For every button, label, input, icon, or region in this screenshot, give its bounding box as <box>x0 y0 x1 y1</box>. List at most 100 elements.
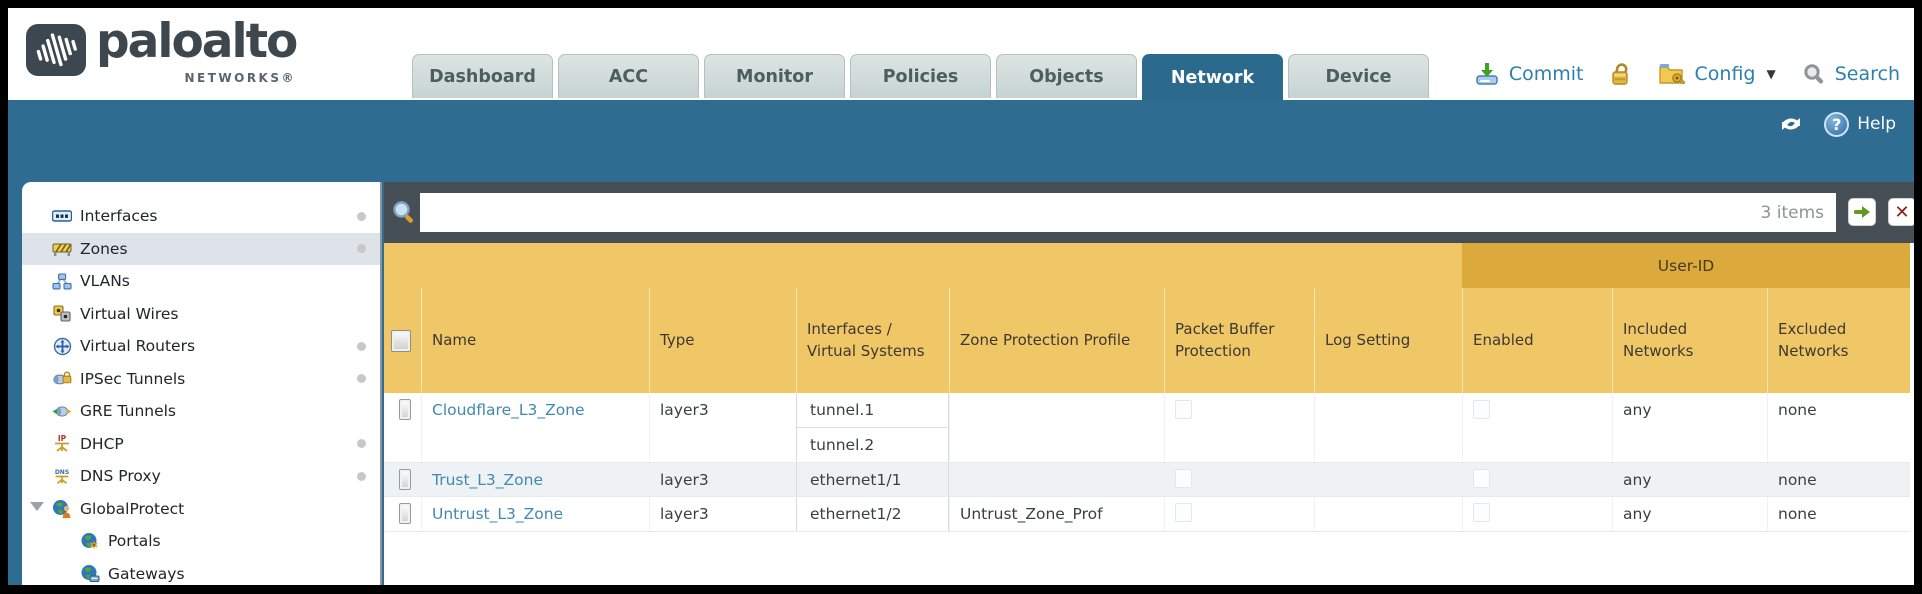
interfaces-icon <box>52 207 72 225</box>
user-id-enabled-checkbox[interactable] <box>1473 400 1490 419</box>
sidebar-item-dns-proxy[interactable]: DNS DNS Proxy <box>22 460 380 493</box>
column-header-enabled[interactable]: Enabled <box>1462 288 1612 393</box>
sidebar-item-virtual-routers[interactable]: Virtual Routers <box>22 330 380 363</box>
filter-bar: 3 items ✕ <box>384 182 1914 243</box>
search-button[interactable]: Search <box>1834 63 1900 85</box>
svg-text:DNS: DNS <box>55 469 69 476</box>
sidebar-item-globalprotect[interactable]: GlobalProtect <box>22 493 380 526</box>
table-row: Trust_L3_Zone layer3 ethernet1/1 any non… <box>384 463 1910 497</box>
config-icon[interactable] <box>1658 62 1686 86</box>
sidebar-item-label: VLANs <box>80 272 130 291</box>
dhcp-icon: IP <box>52 434 72 453</box>
select-all-cell <box>384 288 421 393</box>
tab-monitor[interactable]: Monitor <box>704 54 845 98</box>
chevron-down-icon[interactable]: ▼ <box>1766 67 1776 81</box>
table-header: User-ID Name Type Interfaces / Virtual S… <box>384 243 1910 393</box>
app-window: paloalto NETWORKS® Dashboard ACC Monitor… <box>8 8 1914 585</box>
select-all-checkbox[interactable] <box>391 329 411 352</box>
config-button[interactable]: Config <box>1694 63 1756 85</box>
commit-icon[interactable] <box>1474 62 1500 86</box>
sidebar-item-zones[interactable]: Zones <box>22 232 380 265</box>
status-dot <box>357 244 366 254</box>
lock-icon[interactable] <box>1610 62 1632 86</box>
packet-buffer-protection-checkbox[interactable] <box>1175 400 1192 419</box>
table-body: Cloudflare_L3_Zone layer3 tunnel.1 tunne… <box>384 393 1910 532</box>
zone-name-link[interactable]: Trust_L3_Zone <box>432 471 543 489</box>
sidebar-item-label: Gateways <box>108 564 185 583</box>
clear-filter-button[interactable]: ✕ <box>1888 198 1914 226</box>
expand-arrow-icon[interactable] <box>30 501 44 511</box>
column-header-name[interactable]: Name <box>421 288 649 393</box>
network-sidebar: Interfaces Zones VLANs Virtual Wires <box>22 182 382 585</box>
sidebar-item-gateways[interactable]: Gateways <box>22 558 380 586</box>
sidebar-item-label: GlobalProtect <box>80 499 185 518</box>
commit-button[interactable]: Commit <box>1508 63 1584 85</box>
zone-protection-profile: Untrust_Zone_Prof <box>960 505 1103 523</box>
column-header-excluded-networks[interactable]: Excluded Networks <box>1767 288 1910 393</box>
included-networks: any <box>1623 401 1652 419</box>
sidebar-item-portals[interactable]: Portals <box>22 525 380 558</box>
column-header-zone-protection-profile[interactable]: Zone Protection Profile <box>949 288 1164 393</box>
sidebar-item-gre-tunnels[interactable]: GRE Tunnels <box>22 395 380 428</box>
virtual-routers-icon <box>52 337 72 355</box>
packet-buffer-protection-checkbox[interactable] <box>1175 469 1192 488</box>
excluded-networks: none <box>1778 471 1817 489</box>
row-checkbox[interactable] <box>399 503 411 524</box>
zone-name-link[interactable]: Cloudflare_L3_Zone <box>432 401 585 419</box>
zones-table: User-ID Name Type Interfaces / Virtual S… <box>384 243 1914 585</box>
help-label[interactable]: Help <box>1857 114 1896 134</box>
column-header-packet-buffer-protection[interactable]: Packet Buffer Protection <box>1164 288 1314 393</box>
zone-type: layer3 <box>660 505 709 523</box>
refresh-icon[interactable] <box>1776 110 1806 138</box>
status-dot <box>357 439 366 449</box>
tab-network[interactable]: Network <box>1142 54 1283 100</box>
zone-name-link[interactable]: Untrust_L3_Zone <box>432 505 564 523</box>
brand-wordmark: paloalto <box>96 14 298 69</box>
sidebar-item-label: IPSec Tunnels <box>80 369 186 388</box>
sidebar-item-virtual-wires[interactable]: Virtual Wires <box>22 298 380 331</box>
zone-type: layer3 <box>660 471 709 489</box>
globalprotect-icon <box>52 500 72 519</box>
interface-item: ethernet1/2 <box>810 505 902 523</box>
filter-input[interactable] <box>420 193 1836 232</box>
packet-buffer-protection-checkbox[interactable] <box>1175 503 1192 522</box>
interface-item: tunnel.2 <box>810 436 875 454</box>
sidebar-item-ipsec-tunnels[interactable]: IPSec Tunnels <box>22 363 380 396</box>
included-networks: any <box>1623 505 1652 523</box>
sidebar-item-label: DHCP <box>80 434 124 453</box>
virtual-wires-icon <box>52 305 72 323</box>
brand-subtitle: NETWORKS® <box>184 71 296 85</box>
sidebar-item-interfaces[interactable]: Interfaces <box>22 200 380 233</box>
excluded-networks: none <box>1778 505 1817 523</box>
user-id-enabled-checkbox[interactable] <box>1473 469 1490 488</box>
user-id-enabled-checkbox[interactable] <box>1473 503 1490 522</box>
row-checkbox[interactable] <box>399 399 411 420</box>
user-id-group-header: User-ID <box>1462 243 1910 288</box>
tab-objects[interactable]: Objects <box>996 54 1137 98</box>
dns-proxy-icon: DNS <box>52 467 72 485</box>
table-row: Untrust_L3_Zone layer3 ethernet1/2 Untru… <box>384 497 1910 532</box>
sidebar-item-label: Virtual Wires <box>80 304 179 323</box>
sidebar-item-label: DNS Proxy <box>80 467 161 486</box>
help-icon[interactable]: ? <box>1824 111 1850 137</box>
zone-type: layer3 <box>660 401 709 419</box>
row-checkbox[interactable] <box>399 469 411 490</box>
column-header-log-setting[interactable]: Log Setting <box>1314 288 1462 393</box>
column-header-type[interactable]: Type <box>649 288 796 393</box>
search-icon[interactable] <box>1802 62 1826 86</box>
column-header-interfaces[interactable]: Interfaces / Virtual Systems <box>796 288 949 393</box>
zones-icon <box>52 240 72 258</box>
column-header-included-networks[interactable]: Included Networks <box>1612 288 1767 393</box>
sidebar-item-dhcp[interactable]: IP DHCP <box>22 428 380 461</box>
apply-filter-button[interactable] <box>1848 198 1876 226</box>
tab-device[interactable]: Device <box>1288 54 1429 98</box>
filter-search-icon[interactable] <box>390 199 418 227</box>
svg-text:IP: IP <box>58 434 67 443</box>
tab-dashboard[interactable]: Dashboard <box>412 54 553 98</box>
status-dot <box>357 341 366 351</box>
tab-acc[interactable]: ACC <box>558 54 699 98</box>
sidebar-item-vlans[interactable]: VLANs <box>22 265 380 298</box>
tab-policies[interactable]: Policies <box>850 54 991 98</box>
sidebar-item-label: Virtual Routers <box>80 337 196 356</box>
paloalto-logo-icon <box>26 24 86 76</box>
